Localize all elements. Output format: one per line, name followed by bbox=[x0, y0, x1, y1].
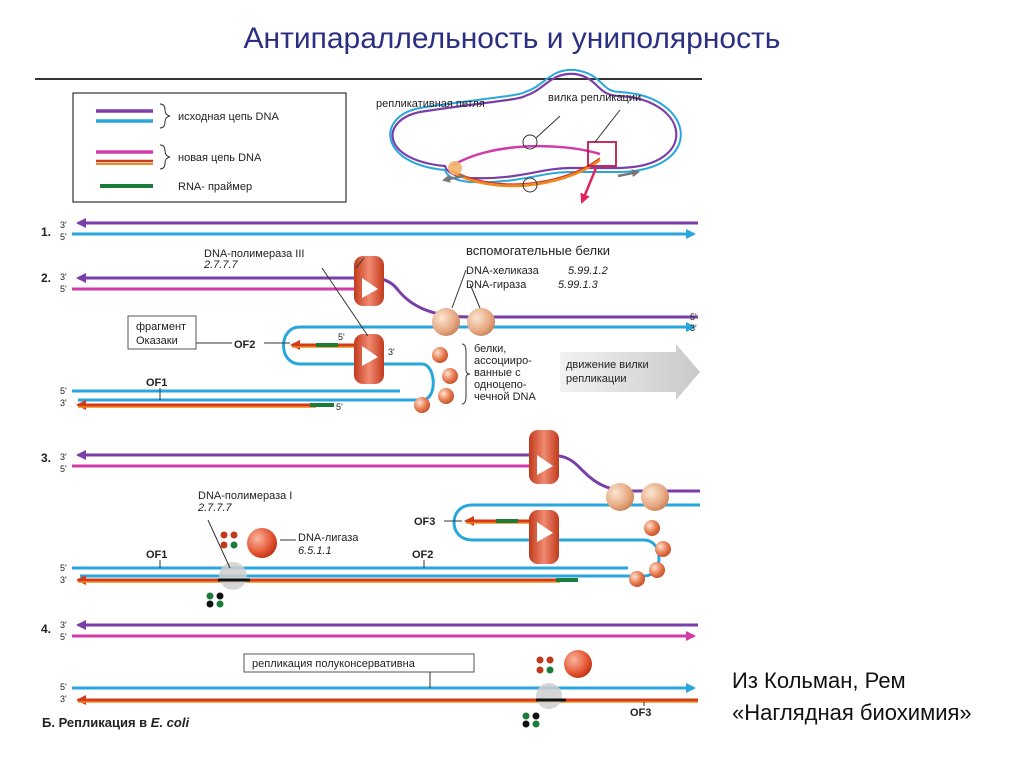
end-label: 3' bbox=[60, 452, 67, 462]
end-label: 3' bbox=[690, 323, 697, 333]
of2-label: OF2 bbox=[234, 339, 255, 351]
caption-b-species: E. coli bbox=[151, 715, 190, 730]
source-line-2: «Наглядная биохимия» bbox=[732, 700, 972, 725]
end-label: 5' bbox=[60, 464, 67, 474]
end-label: 3' bbox=[388, 347, 395, 357]
gyrase-ec: 5.99.1.3 bbox=[558, 279, 599, 291]
step-1-number: 1. bbox=[41, 225, 51, 239]
ssb-label-4: одноцепо- bbox=[474, 379, 527, 391]
ligase-label: DNA-лигаза bbox=[298, 532, 359, 544]
step-2: 2. 3' 5' 5' 3' 5' 5' 3' 5' 3' bbox=[41, 243, 700, 413]
step-4: 4. 3' 5' 5' 3' репликация полуконсервати… bbox=[41, 620, 698, 730]
slide-title: Антипараллельность и униполярность bbox=[243, 22, 781, 55]
fork-movement-label-1: движение вилки bbox=[566, 359, 649, 371]
step-3: 3. 3' 5' 5' 3' bbox=[41, 430, 700, 608]
end-label: 5' bbox=[60, 284, 67, 294]
legend: исходная цепь DNA новая цепь DNA RNA- пр… bbox=[72, 92, 347, 203]
okazaki-label-2: Оказаки bbox=[136, 335, 178, 347]
end-label: 3' bbox=[60, 575, 67, 585]
overview-fork-label: вилка репликации bbox=[548, 92, 641, 104]
legend-parent: исходная цепь DNA bbox=[178, 111, 279, 123]
end-label: 5' bbox=[60, 386, 67, 396]
caption-b-text: Б. Репликация в bbox=[42, 715, 151, 730]
semiconservative-label: репликация полуконсервативна bbox=[252, 658, 416, 670]
end-label: 3' bbox=[60, 694, 67, 704]
end-label: 3' bbox=[60, 398, 67, 408]
of3-label-step3: OF3 bbox=[414, 516, 435, 528]
step-1: 1. 3' 5' bbox=[41, 218, 698, 242]
of3-label-step4: OF3 bbox=[630, 707, 651, 719]
ssb-label-5: чечной DNA bbox=[474, 391, 536, 403]
end-label: 3' bbox=[60, 272, 67, 282]
source-credit: Из Кольман, Рем «Наглядная биохимия» bbox=[732, 665, 972, 729]
helicase-label: DNA-хеликаза bbox=[466, 265, 540, 277]
fork-movement-arrow bbox=[560, 344, 700, 400]
of1-label-step3: OF1 bbox=[146, 549, 167, 561]
end-label: 5' bbox=[60, 232, 67, 242]
pol3-ec: 2.7.7.7 bbox=[203, 259, 239, 271]
legend-primer: RNA- праймер bbox=[178, 181, 252, 193]
step-3-number: 3. bbox=[41, 451, 51, 465]
overview-loop-label: репликативная петля bbox=[376, 98, 485, 110]
fork-movement-label-2: репликации bbox=[566, 373, 627, 385]
end-label: 3' bbox=[60, 620, 67, 630]
source-line-1: Из Кольман, Рем bbox=[732, 668, 906, 693]
helicase-ec: 5.99.1.2 bbox=[568, 265, 608, 277]
pol3-label: DNA-полимераза III bbox=[204, 248, 304, 260]
end-label: 3' bbox=[60, 220, 67, 230]
legend-new: новая цепь DNA bbox=[178, 152, 262, 164]
end-label: 5' bbox=[60, 563, 67, 573]
helper-proteins-label: вспомогательные белки bbox=[466, 243, 610, 258]
end-label: 5' bbox=[690, 312, 697, 322]
end-label: 5' bbox=[338, 332, 345, 342]
step-2-number: 2. bbox=[41, 271, 51, 285]
caption-b: Б. Репликация в E. coli bbox=[42, 715, 189, 730]
okazaki-label-1: фрагмент bbox=[136, 321, 186, 333]
of2-label-step3: OF2 bbox=[412, 549, 433, 561]
gyrase-label: DNA-гираза bbox=[466, 279, 527, 291]
ligase-ec: 6.5.1.1 bbox=[298, 545, 332, 557]
ssb-label-2: ассоцииро- bbox=[474, 355, 532, 367]
ssb-label-1: белки, bbox=[474, 343, 506, 355]
replication-overview: репликативная петля вилка репликации bbox=[376, 68, 682, 204]
end-label: 5' bbox=[60, 682, 67, 692]
pol1-ec: 2.7.7.7 bbox=[197, 502, 233, 514]
pol1-label: DNA-полимераза I bbox=[198, 490, 292, 502]
ssb-label-3: ванные с bbox=[474, 367, 521, 379]
of1-label: OF1 bbox=[146, 377, 167, 389]
step-4-number: 4. bbox=[41, 622, 51, 636]
end-label: 5' bbox=[60, 632, 67, 642]
end-label: 5' bbox=[336, 402, 343, 412]
